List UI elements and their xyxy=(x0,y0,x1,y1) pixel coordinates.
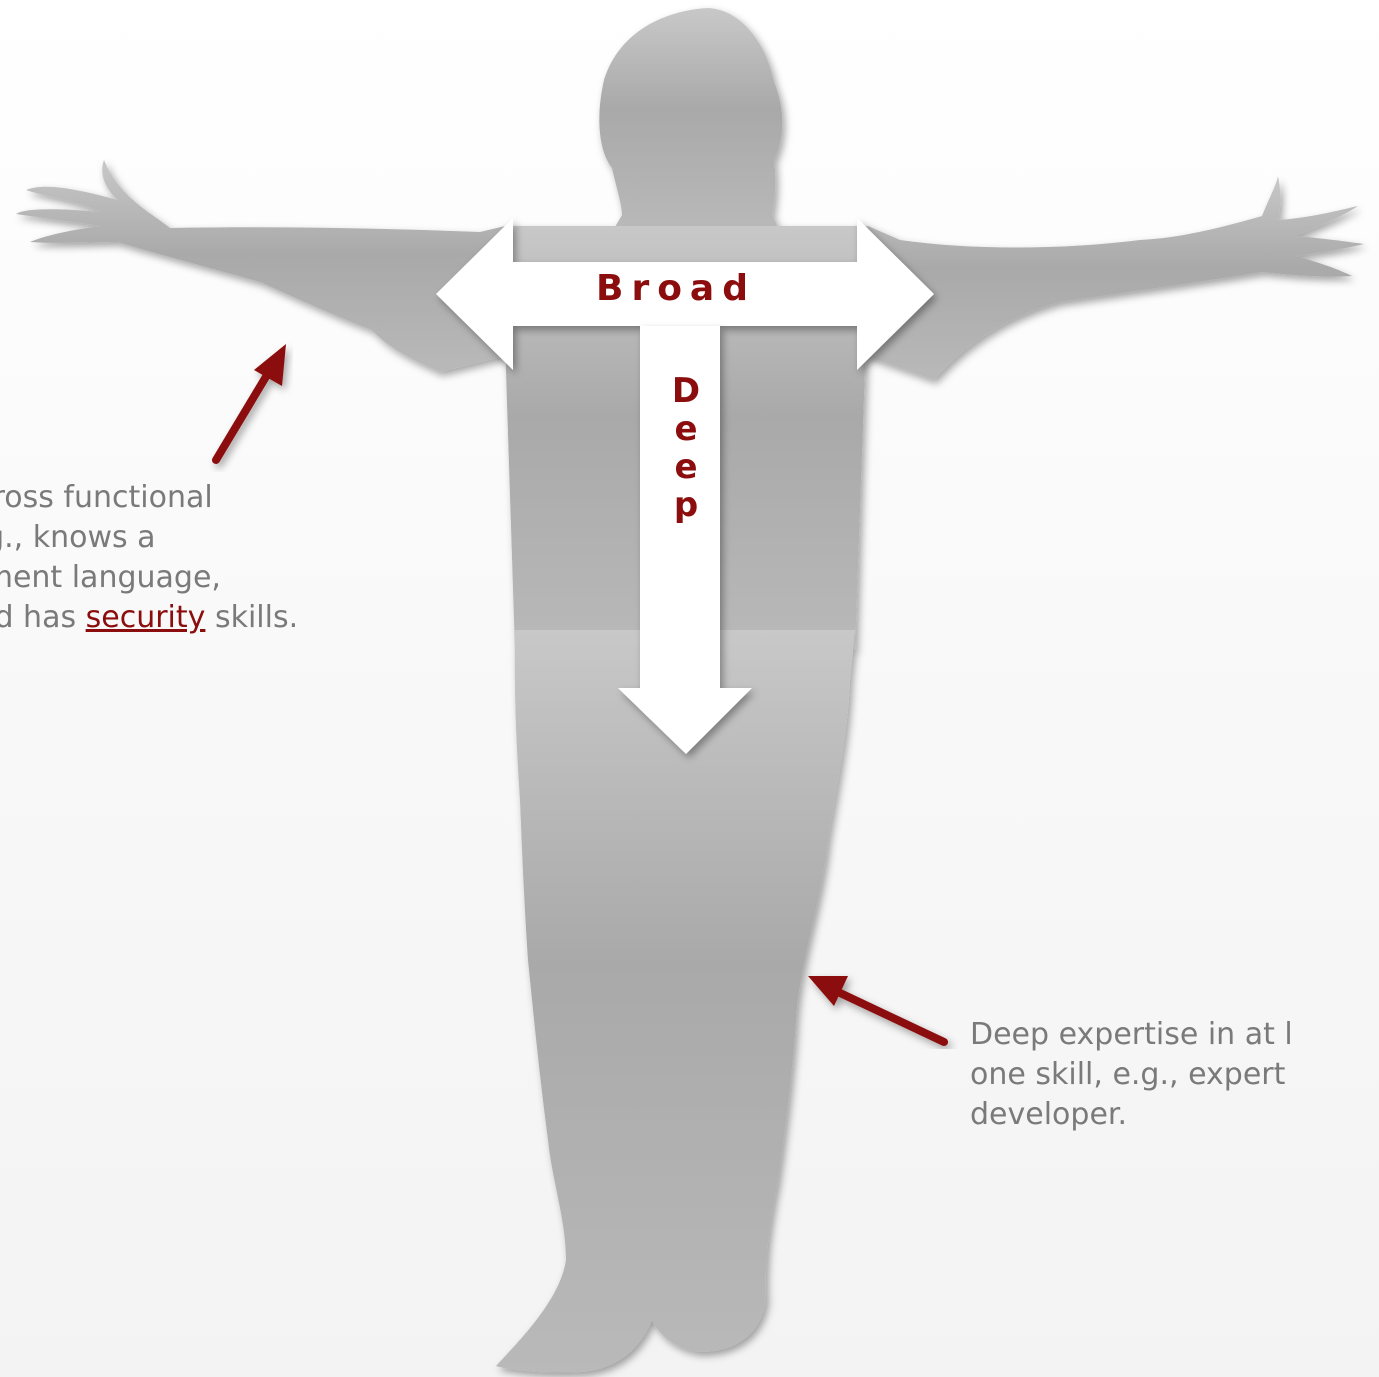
deep-label-letter: e xyxy=(674,447,698,487)
callout-line: skills. xyxy=(205,600,299,635)
callout-line: d, cross functional xyxy=(0,480,213,515)
right-arm-shape xyxy=(866,176,1364,380)
broad-arrow xyxy=(436,218,934,370)
legs-shape xyxy=(496,630,855,1373)
security-link[interactable]: security xyxy=(85,600,206,635)
callout-line: lopment language, xyxy=(0,560,221,595)
callout-line: one skill, e.g., expert xyxy=(970,1057,1286,1092)
deep-pointer-arrow xyxy=(808,976,948,1046)
left-arm-shape xyxy=(16,160,505,372)
broad-skills-callout: d, cross functional , e.g., knows a lopm… xyxy=(0,478,298,638)
deep-arrow xyxy=(618,326,752,754)
deep-expertise-callout: Deep expertise in at l one skill, e.g., … xyxy=(970,1015,1293,1135)
deep-label-letter: D xyxy=(671,371,701,411)
deep-label-letter: e xyxy=(674,409,698,449)
deep-label-letter: p xyxy=(673,485,699,525)
broad-pointer-arrow xyxy=(212,344,286,464)
callout-line: developer. xyxy=(970,1097,1128,1132)
callout-line: , e.g., knows a xyxy=(0,520,156,555)
callout-line: , and has xyxy=(0,600,77,635)
head-shape xyxy=(599,8,783,232)
callout-line: Deep expertise in at l xyxy=(970,1017,1293,1052)
person-silhouette xyxy=(16,8,1364,1373)
broad-label: Broad xyxy=(596,268,756,309)
